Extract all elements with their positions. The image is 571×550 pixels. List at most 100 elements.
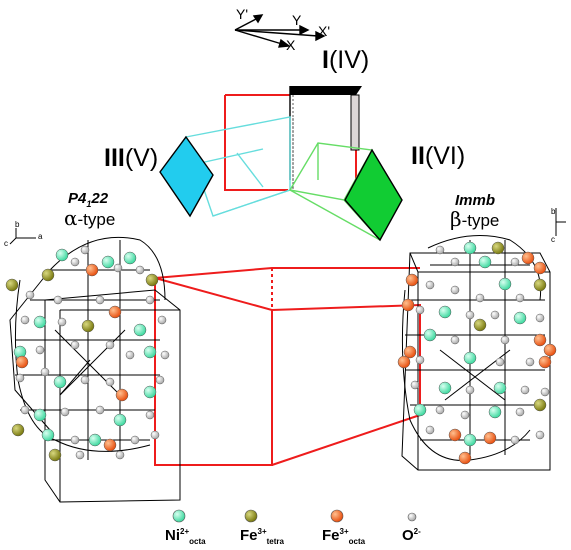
fe-octa-atom — [521, 251, 535, 265]
fe-octa-atom — [115, 388, 129, 402]
oxygen-atom — [535, 430, 545, 440]
axis-label-x: X — [286, 37, 296, 53]
oxygen-atom — [105, 377, 115, 387]
oxygen-atom — [125, 350, 135, 360]
domain-I-prism — [289, 86, 362, 180]
oxygen-atom — [510, 257, 520, 267]
oxygen-atom — [425, 425, 435, 435]
oxygen-atom — [525, 357, 535, 367]
oxygen-atom — [157, 315, 167, 325]
oxygen-atom — [425, 280, 435, 290]
fe-tetra-atom — [11, 423, 25, 437]
fe-tetra-atom — [48, 448, 62, 462]
axis-label-x-prime: X' — [318, 23, 331, 39]
fe-octa-atom — [85, 263, 99, 277]
alpha-axis-c: c — [4, 239, 8, 248]
oxygen-atom — [540, 387, 550, 397]
oxygen-atom — [450, 257, 460, 267]
oxygen-atom — [460, 410, 470, 420]
domain-II-green-face — [344, 148, 403, 242]
oxygen-atom — [113, 263, 123, 273]
legend-label-fe-octa: Fe3+octa — [322, 527, 366, 546]
alpha-space-group: P4122 — [68, 190, 109, 209]
ni-octa-atom — [143, 385, 157, 399]
fe-tetra-atom — [491, 241, 505, 255]
oxygen-atom — [450, 335, 460, 345]
oxygen-atom — [150, 430, 160, 440]
oxygen-atom — [465, 385, 475, 395]
oxygen-atom — [35, 345, 45, 355]
fe-octa-atom — [397, 355, 411, 369]
fe-octa-atom — [458, 451, 472, 465]
ni-octa-atom — [33, 408, 47, 422]
fe-octa-atom — [103, 438, 117, 452]
axis-label-y-prime: Y' — [236, 6, 249, 22]
fe-octa-atom — [533, 333, 547, 347]
domain-III-label: III(V) — [104, 144, 159, 172]
ni-octa-atom — [143, 345, 157, 359]
legend-fe-tetra-marker — [244, 509, 258, 523]
oxygen-atom — [495, 357, 505, 367]
ni-octa-atom — [423, 328, 437, 342]
oxygen-atom — [75, 450, 85, 460]
oxygen-atom — [465, 310, 475, 320]
ni-octa-atom — [438, 305, 452, 319]
oxygen-atom — [25, 290, 35, 300]
beta-structure — [397, 235, 557, 471]
alpha-axis-b: b — [15, 220, 20, 229]
ni-octa-atom — [101, 255, 115, 269]
legend-markers — [172, 509, 417, 523]
ni-octa-atom — [41, 428, 55, 442]
oxygen-atom — [70, 435, 80, 445]
beta-axis-c: c — [551, 235, 555, 244]
oxygen-atom — [415, 355, 425, 365]
ni-octa-atom — [513, 311, 527, 325]
beta-axis-b: b — [551, 207, 556, 216]
oxygen-atom — [135, 265, 145, 275]
oxygen-atom — [515, 407, 525, 417]
oxygen-atom — [70, 340, 80, 350]
legend-label-fe-tetra: Fe3+tetra — [240, 527, 284, 546]
oxygen-atom — [95, 295, 105, 305]
ni-octa-atom — [53, 375, 67, 389]
oxygen-atom — [15, 373, 25, 383]
oxygen-atom — [115, 450, 125, 460]
ni-octa-atom — [133, 323, 147, 337]
fe-octa-atom — [108, 305, 122, 319]
fe-octa-atom — [405, 273, 419, 287]
oxygen-atom — [20, 405, 30, 415]
oxygen-atom — [490, 310, 500, 320]
central-cell-lower-dashed — [271, 267, 420, 310]
ni-octa-atom — [463, 433, 477, 447]
ni-octa-atom — [498, 277, 512, 291]
oxygen-atom — [80, 375, 90, 385]
legend-label-ni-octa: Ni2+octa — [165, 527, 206, 546]
beta-axis-glyph — [555, 208, 566, 236]
oxygen-atom — [515, 293, 525, 303]
ni-octa-atom — [463, 351, 477, 365]
alpha-axis-glyph — [9, 228, 36, 245]
fe-octa-atom — [533, 261, 547, 275]
oxygen-atom — [40, 367, 50, 377]
legend-label-oxygen: O2- — [402, 527, 421, 544]
oxygen-atom — [410, 380, 420, 390]
oxygen-atom — [95, 405, 105, 415]
fe-tetra-atom — [5, 278, 19, 292]
ni-octa-atom — [88, 433, 102, 447]
oxygen-atom — [105, 340, 115, 350]
ni-octa-atom — [413, 403, 427, 417]
oxygen-atom — [435, 245, 445, 255]
ni-octa-atom — [478, 255, 492, 269]
fe-octa-atom — [538, 355, 552, 369]
legend-o-marker — [407, 512, 417, 522]
fe-tetra-atom — [473, 318, 487, 332]
domain-II-label: II(VI) — [411, 142, 466, 170]
ni-octa-atom — [488, 405, 502, 419]
domain-III-cyan-face — [159, 135, 214, 218]
oxygen-atom — [520, 385, 530, 395]
ni-octa-atom — [123, 251, 137, 265]
ni-octa-atom — [463, 241, 477, 255]
axis-label-y: Y — [292, 12, 302, 28]
oxygen-atom — [80, 245, 90, 255]
